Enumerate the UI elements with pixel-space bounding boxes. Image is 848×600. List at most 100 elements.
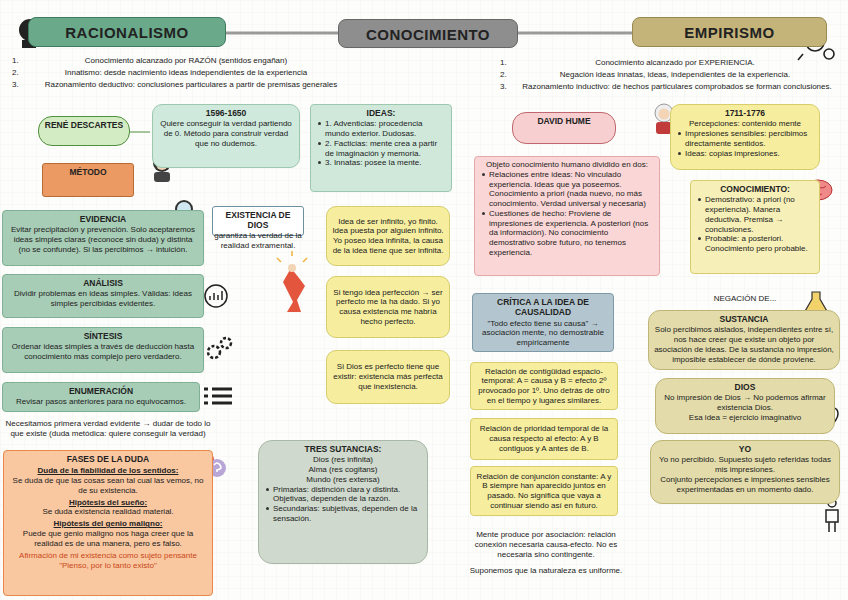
box-text: Si tengo idea perfección → ser perfecto … (332, 288, 444, 327)
box-heading: 1596-1650 (158, 108, 294, 118)
box-heading: CONOCIMIENTO: (696, 184, 814, 194)
box-heading: ENUMERACIÓN (8, 386, 194, 396)
box-heading: ANÁLISIS (8, 278, 198, 288)
box-text: Mundo (res extensa) (264, 475, 422, 485)
note-text: 1. (500, 58, 512, 68)
concept-box: CONOCIMIENTO (338, 19, 518, 48)
concept-box: DAVID HUME (512, 112, 616, 144)
box-text: Conjunto percepciones e impresiones sens… (656, 475, 834, 495)
concept-box: EMPIRISMO (632, 17, 827, 47)
box-text: Ordenar ideas simples a través de deducc… (8, 342, 198, 362)
box-heading: CRÍTICA A LA IDEA DE CAUSALIDAD (478, 297, 608, 318)
concept-box: 1711-1776Percepciones: contenido menteIm… (670, 104, 820, 170)
box-text: No impresión de Dios → No podemos afirma… (661, 393, 829, 413)
box-heading: EMPIRISMO (638, 21, 821, 42)
box-text: Cuestiones de hecho: Proviene de impresi… (480, 209, 654, 258)
box-text: Ideas: copias impresiones. (676, 149, 814, 159)
note-text: NEGACIÓN DE... (700, 294, 790, 304)
concept-box: Relación de conjunción constante: A y B … (470, 466, 618, 516)
box-heading: DIOS (661, 382, 829, 392)
box-text: Objeto conocimiento humano dividido en d… (480, 160, 654, 170)
concept-box: YOYo no percibido. Supuesto sujeto refer… (650, 440, 840, 504)
box-text: Primarias: distinción clara y distinta. … (264, 485, 422, 505)
box-text: Hipótesis del genio maligno: (9, 519, 207, 529)
box-heading: IDEAS: (316, 108, 446, 118)
concept-box: RACIONALISMO (28, 17, 226, 47)
box-text: Demostrativo: a priori (no experiencia).… (696, 195, 814, 234)
box-text: Hipótesis del sueño: (9, 498, 207, 508)
concept-box: Idea de ser infinito, yo finito. Idea pu… (326, 206, 450, 266)
note-text: 1. (12, 56, 24, 66)
note-text: Razonamiento deductivo: conclusiones par… (26, 80, 356, 90)
box-text: Relación de prioridad temporal de la cau… (476, 424, 612, 453)
concept-box: Relación de prioridad temporal de la cau… (470, 418, 618, 460)
box-text: Relaciones entre ideas: No vinculado exp… (480, 170, 654, 209)
gears-icon (208, 338, 231, 358)
note-text: 3. (500, 82, 512, 92)
box-text: Probable: a posteriori. Conocimiento per… (696, 234, 814, 254)
box-text: Dividir problemas en ideas simples. Váli… (8, 289, 198, 309)
box-text: Impresiones sensibles: percibimos direct… (676, 129, 814, 149)
concept-box: TRES SUTANCIAS:Dios (res infinita)Alma (… (258, 440, 428, 564)
box-text: Se duda de que las cosas sean tal cual l… (9, 476, 207, 496)
concept-box: CRÍTICA A LA IDEA DE CAUSALIDAD"Todo efe… (472, 293, 614, 352)
box-heading: 1711-1776 (676, 108, 814, 118)
box-text: "Todo efecto tiene su causa" → asociació… (478, 319, 608, 348)
concept-box: FASES DE LA DUDADuda de la fiabilidad de… (3, 450, 213, 596)
concept-box: DIOSNo impresión de Dios → No podemos af… (655, 378, 835, 434)
box-text: Relación de contigüidad espacio-temporal… (476, 367, 612, 406)
box-text: Duda de la fiabilidad de los sentidos: (9, 466, 207, 476)
box-heading: RENÉ DESCARTES (44, 120, 124, 130)
box-heading: YO (656, 444, 834, 454)
concept-box: Relación de contigüidad espacio-temporal… (470, 362, 618, 410)
box-text: Si Dios es perfecto tiene que existir: e… (332, 362, 444, 391)
box-text: Solo percibimos aislados, independientes… (654, 325, 834, 364)
god-figure (277, 251, 307, 312)
box-text: Afirmación de mi existencia como sujeto … (9, 551, 207, 571)
box-heading: TRES SUTANCIAS: (264, 444, 422, 454)
scroll-tail (130, 132, 150, 133)
concept-box: SUSTANCIASolo percibimos aislados, indep… (648, 310, 840, 370)
box-text: 2. Facticias: mente crea a partir de ima… (316, 139, 446, 159)
box-heading: EXISTENCIA DE DIOS (218, 210, 298, 231)
box-text: Secundarias: subjetivas, dependen de la … (264, 504, 422, 524)
note-text: Necesitamos primera verdad evidente → du… (2, 419, 214, 439)
box-text: 3. Innatas: posee la mente. (316, 158, 446, 168)
box-text: Alma (res cogitans) (264, 465, 422, 475)
box-text: Evitar precipitación y prevención. Solo … (8, 225, 198, 254)
box-text: Puede que genio maligno nos haga creer q… (9, 529, 207, 549)
box-text: Quiere conseguir la verdad partiendo de … (158, 119, 294, 148)
box-text: Yo no percibido. Supuesto sujeto referid… (656, 455, 834, 475)
box-text: Revisar pasos anteriores para no equivoc… (8, 397, 194, 407)
box-text: 1. Adventicias: procedencia mundo exteri… (316, 119, 446, 139)
note-text: 2. (12, 68, 24, 78)
note-text: Conocimiento alcanzado por EXPERIENCIA. (515, 58, 835, 68)
box-heading: SUSTANCIA (654, 314, 834, 324)
box-text: Percepciones: contenido mente (676, 119, 814, 129)
box-heading: CONOCIMIENTO (344, 23, 512, 44)
note-text: garantiza la verdad de la realidad extra… (212, 231, 304, 251)
list-icon (204, 389, 232, 403)
box-text: Se duda existencia realidad material. (9, 507, 207, 517)
box-text: Esa idea = ejercicio imaginativo (661, 413, 829, 423)
concept-box: CONOCIMIENTO:Demostrativo: a priori (no … (690, 180, 820, 274)
box-text: Relación de conjunción constante: A y B … (476, 472, 612, 511)
note-text: Suponemos que la naturaleza es uniforme. (462, 566, 630, 576)
concept-box: SÍNTESISOrdenar ideas simples a través d… (2, 327, 204, 373)
note-text: Razonamiento inductivo: de hechos partic… (508, 82, 846, 92)
box-heading: DAVID HUME (518, 116, 610, 126)
concept-box: ANÁLISISDividir problemas en ideas simpl… (2, 274, 204, 318)
note-text: 3. (12, 80, 24, 90)
box-heading: RACIONALISMO (34, 21, 220, 42)
box-heading: MÉTODO (48, 167, 128, 177)
note-text: Mente produce por asociación: relación c… (462, 530, 630, 559)
concept-box: IDEAS:1. Adventicias: procedencia mundo … (310, 104, 452, 192)
note-text: Conocimiento alcanzado por RAZÓN (sentid… (36, 56, 336, 66)
box-text: Idea de ser infinito, yo finito. Idea pu… (332, 217, 444, 256)
concept-box: Si Dios es perfecto tiene que existir: e… (326, 350, 450, 404)
concept-box: ENUMERACIÓNRevisar pasos anteriores para… (2, 382, 200, 412)
box-heading: SÍNTESIS (8, 331, 198, 341)
note-text: Negación ideas innatas, ideas, independi… (515, 70, 835, 80)
concept-box: RENÉ DESCARTES (38, 116, 130, 146)
concept-box: Objeto conocimiento humano dividido en d… (474, 156, 660, 276)
